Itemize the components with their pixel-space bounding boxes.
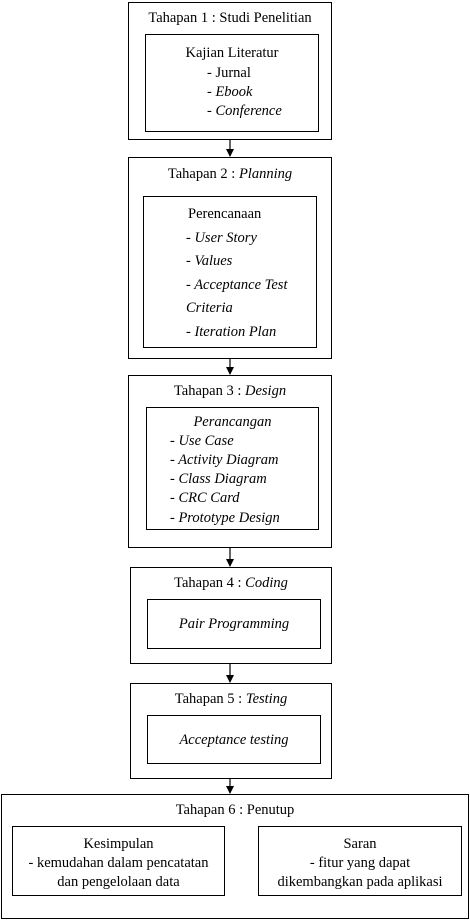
stage1-box: Tahapan 1 : Studi Penelitian Kajian Lite… — [128, 2, 332, 140]
saran-line: dikembangkan pada aplikasi — [277, 874, 443, 890]
stage2-item: - Iteration Plan — [186, 324, 277, 340]
stage1-title: Tahapan 1 : Studi Penelitian — [148, 10, 312, 26]
stage2-inner-box: Perencanaan - User Story - Values - Acce… — [143, 196, 317, 348]
stage2-title: Tahapan 2 : Planning — [167, 166, 293, 182]
stage2-item: - Acceptance Test — [186, 277, 288, 293]
stage3-inner-title: Perancangan — [193, 414, 272, 430]
stage1-item: - Ebook — [207, 84, 253, 100]
stage4-inner-label: Pair Programming — [178, 616, 290, 632]
stage3-item: - Activity Diagram — [170, 452, 279, 468]
stage3-item: - CRC Card — [170, 490, 240, 506]
saran-box: Saran - fitur yang dapat dikembangkan pa… — [258, 826, 462, 896]
stage4-title: Tahapan 4 : Coding — [174, 575, 288, 591]
stage5-title: Tahapan 5 : Testing — [174, 691, 288, 707]
stage1-inner-title: Kajian Literatur — [185, 45, 279, 61]
kesimpulan-box: Kesimpulan - kemudahan dalam pencatatan … — [12, 826, 225, 896]
saran-title: Saran — [343, 836, 377, 852]
stage2-item: - Values — [186, 253, 233, 269]
stage2-item: Criteria — [186, 300, 233, 316]
saran-line: - fitur yang dapat — [309, 855, 411, 871]
stage3-item: - Use Case — [170, 433, 234, 449]
stage2-box: Tahapan 2 : Planning Perencanaan - User … — [128, 157, 332, 359]
kesimpulan-title: Kesimpulan — [83, 836, 154, 852]
kesimpulan-line: dan pengelolaan data — [57, 874, 180, 890]
stage4-box: Tahapan 4 : Coding Pair Programming — [130, 567, 332, 664]
stage1-inner-box: Kajian Literatur - Jurnal - Ebook - Conf… — [145, 34, 319, 132]
stage1-item: - Jurnal — [207, 65, 251, 81]
stage4-inner-box: Pair Programming — [147, 599, 321, 649]
stage3-item: - Prototype Design — [170, 510, 280, 526]
stage2-inner-title: Perencanaan — [188, 206, 262, 222]
stage5-inner-label: Acceptance testing — [179, 732, 289, 748]
stage6-title: Tahapan 6 : Penutup — [175, 802, 295, 818]
stage3-inner-box: Perancangan - Use Case - Activity Diagra… — [146, 407, 319, 530]
stage3-title: Tahapan 3 : Design — [173, 383, 287, 399]
stage5-box: Tahapan 5 : Testing Acceptance testing — [130, 683, 332, 779]
kesimpulan-line: - kemudahan dalam pencatatan — [28, 855, 209, 871]
stage3-box: Tahapan 3 : Design Perancangan - Use Cas… — [128, 375, 332, 548]
stage1-item: - Conference — [207, 103, 282, 119]
stage2-item: - User Story — [186, 230, 257, 246]
stage6-box: Tahapan 6 : Penutup Kesimpulan - kemudah… — [1, 794, 469, 919]
stage5-inner-box: Acceptance testing — [147, 715, 321, 764]
stage3-item: - Class Diagram — [170, 471, 267, 487]
